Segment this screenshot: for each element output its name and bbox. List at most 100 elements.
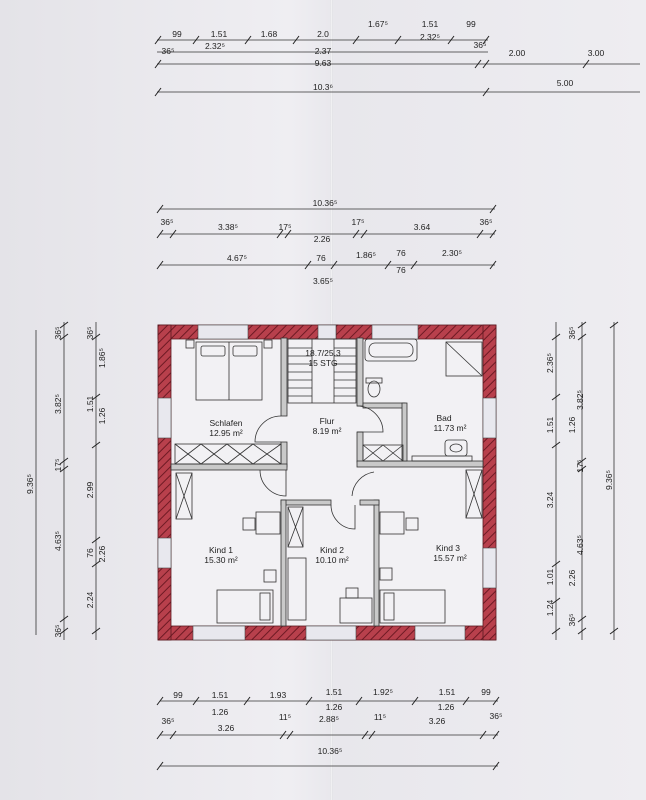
dim-label: 2.32⁵: [420, 32, 440, 42]
dim-label: 2.00: [509, 48, 526, 58]
dim-label: 4.63⁵: [53, 531, 63, 551]
dim-ticks: [156, 204, 497, 270]
dim-label: 3.64: [414, 222, 431, 232]
shower: [445, 341, 483, 377]
dim-label: 76: [396, 265, 406, 275]
dim-label: 1.51: [422, 19, 439, 29]
dim-label: 1.51: [211, 29, 228, 39]
dim-label: 2.30⁵: [442, 248, 462, 258]
room-name-kind1: Kind 1: [209, 545, 233, 555]
dim-label: 1.92⁵: [373, 687, 393, 697]
dim-label: 1.51: [85, 395, 95, 412]
window: [197, 324, 249, 340]
dim-label: 10.36⁵: [318, 746, 343, 756]
double-bed: [185, 339, 273, 401]
room-name-flur: Flur: [320, 416, 335, 426]
dim-ticks: [156, 696, 500, 771]
dim-label: 11⁵: [279, 712, 291, 722]
dim-label: 1.01: [545, 568, 555, 585]
dim-label: 76: [396, 248, 406, 258]
floor-plan: Schlafen 12.95 m² Flur 8.19 m² Bad 11.73…: [157, 324, 497, 641]
dim-label: 1.68: [261, 29, 278, 39]
windows: [157, 324, 497, 641]
room-area-bad: 11.73 m²: [434, 423, 467, 433]
dim-label: 36⁵: [567, 614, 577, 627]
room-area-schlafen: 12.95 m²: [209, 428, 243, 438]
dim-label: 3.82⁵: [53, 394, 63, 414]
dim-ticks: [551, 321, 619, 635]
room-labels: Schlafen 12.95 m² Flur 8.19 m² Bad 11.73…: [204, 348, 467, 565]
window: [482, 397, 497, 439]
dim-label: 36⁵: [490, 711, 503, 721]
dim-label: 4.63⁵: [575, 535, 585, 555]
dim-label: 3.26: [429, 716, 446, 726]
dim-label: 2.24: [85, 591, 95, 608]
room-area-kind3: 15.57 m²: [433, 553, 467, 563]
room-area-kind2: 10.10 m²: [315, 555, 349, 565]
dim-ticks: [59, 321, 101, 635]
dim-label: 1.26: [438, 702, 455, 712]
dim-label: 36⁵: [162, 716, 175, 726]
dim-label: 10.3⁶: [313, 82, 333, 92]
dim-label: 17⁵: [352, 217, 365, 227]
dimension-block-right: 36⁵ 2.36⁵ 1.51 3.24 1.01 1.24 1.26 2.26 …: [545, 321, 619, 640]
dim-label: 2.36⁵: [545, 353, 555, 373]
dimension-block-top: 99 1.51 1.68 2.0 1.67⁵ 1.51 99 2.32⁵ 2.3…: [154, 19, 640, 97]
dim-label: 36⁵: [474, 40, 487, 50]
dim-label: 99: [173, 690, 183, 700]
dim-label: 76: [85, 548, 95, 558]
dim-label: 1.26: [567, 416, 577, 433]
window: [157, 397, 172, 439]
dimension-block-bottom: 99 1.51 1.93 1.51 1.92⁵ 1.51 99 1.26 1.2…: [156, 687, 503, 771]
dim-label: 36⁵: [53, 327, 63, 340]
dim-label: 17⁵: [575, 460, 585, 473]
dim-label: 2.0: [317, 29, 329, 39]
dim-label: 3.82⁵: [575, 390, 585, 410]
dim-label: 3.00: [588, 48, 605, 58]
dim-label: 17⁵: [53, 459, 63, 472]
dim-label: 1.86⁵: [97, 348, 107, 368]
dim-label: 1.51: [545, 416, 555, 433]
staircase: [287, 338, 357, 404]
desks: [242, 511, 419, 624]
dim-label: 3.24: [545, 491, 555, 508]
dim-label: 10.36⁵: [313, 198, 338, 208]
dim-label: 1.24: [545, 599, 555, 616]
room-name-bad: Bad: [436, 413, 451, 423]
dim-label: 36⁵: [567, 327, 577, 340]
dim-label: 99: [466, 19, 476, 29]
room-area-flur: 8.19 m²: [313, 426, 342, 436]
dim-label: 36⁵: [480, 217, 493, 227]
dim-label: 76: [316, 253, 326, 263]
dim-label: 36⁵: [85, 327, 95, 340]
dim-label: 2.37: [315, 46, 332, 56]
dim-label: 1.86⁵: [356, 250, 376, 260]
dimension-block-left: 9.36⁵ 36⁵ 3.82⁵ 17⁵ 4.63⁵ 36⁵ 36⁵ 1.51 2…: [25, 321, 107, 640]
dim-label: 3.38⁵: [218, 222, 238, 232]
dim-label: 99: [481, 687, 491, 697]
dim-label: 9.36⁵: [25, 474, 35, 494]
dim-label: 3.26: [218, 723, 235, 733]
stair-rise-label: 18.7/25.3: [305, 348, 341, 358]
dim-label: 1.51: [439, 687, 456, 697]
door-swings: [254, 405, 384, 530]
dim-label: 36⁵: [161, 217, 174, 227]
room-name-kind2: Kind 2: [320, 545, 344, 555]
single-beds: [216, 557, 446, 624]
window: [414, 625, 466, 641]
dim-label: 5.00: [557, 78, 574, 88]
room-name-schlafen: Schlafen: [209, 418, 242, 428]
room-area-kind1: 15.30 m²: [204, 555, 238, 565]
dim-label: 1.67⁵: [368, 19, 388, 29]
toilet: [367, 380, 381, 398]
dim-label: 3.65⁵: [313, 276, 333, 286]
room-name-kind3: Kind 3: [436, 543, 460, 553]
dim-label: 17⁵: [279, 222, 292, 232]
dim-label: 99: [172, 29, 182, 39]
floor-area: [170, 338, 488, 626]
dim-label: 11⁵: [374, 712, 386, 722]
dim-label: 1.26: [326, 702, 343, 712]
window: [305, 625, 357, 641]
bathtub: [364, 338, 418, 362]
